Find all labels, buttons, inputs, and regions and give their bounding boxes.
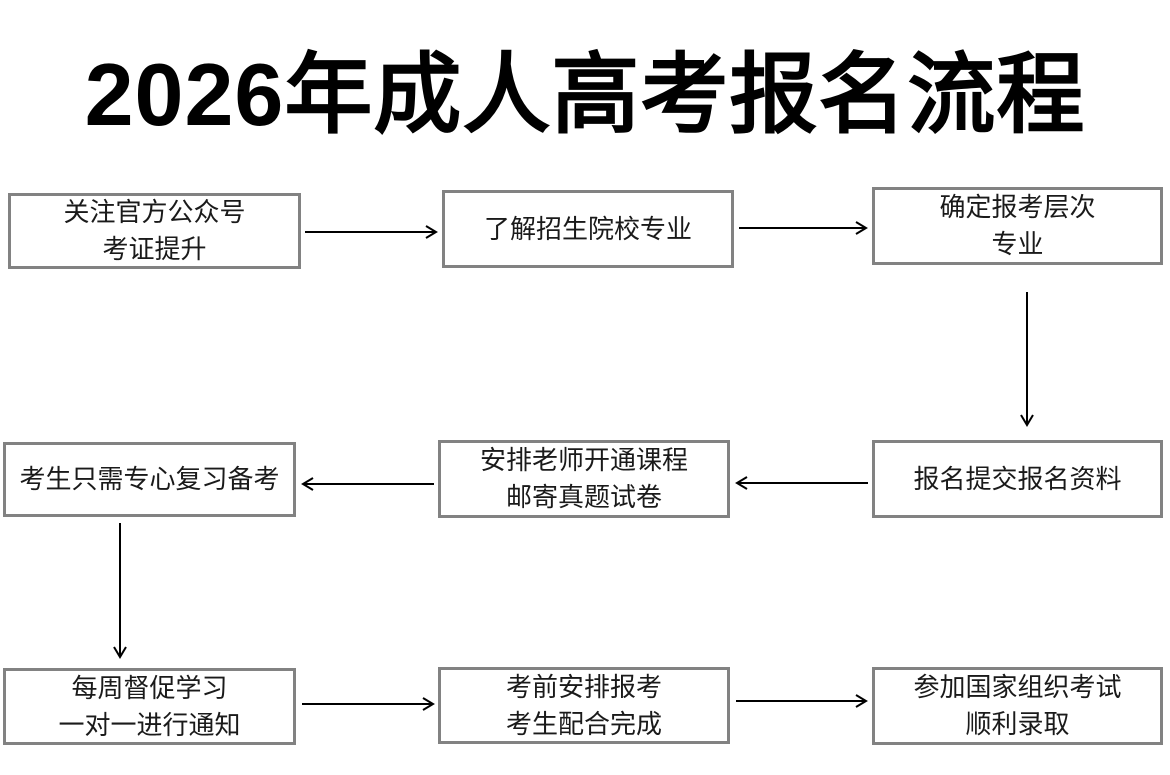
flow-step-label: 安排老师开通课程 bbox=[479, 445, 688, 475]
flow-step-label: 专业 bbox=[991, 229, 1044, 259]
flow-step-label: 报名提交报名资料 bbox=[913, 463, 1122, 494]
flow-step-label: 考前安排报考 bbox=[505, 671, 662, 702]
flow-step-label: 考证提升 bbox=[102, 234, 207, 264]
flow-step-4: 报名提交报名资料 bbox=[872, 440, 1163, 518]
flow-step-label: 考生配合完成 bbox=[505, 708, 662, 739]
flow-step-6: 考生只需专心复习备考 bbox=[3, 442, 296, 517]
flow-step-label: 确定报考层次 bbox=[939, 192, 1096, 222]
flow-step-label: 每周督促学习 bbox=[71, 672, 228, 703]
flow-step-label: 顺利录取 bbox=[965, 709, 1070, 739]
flow-step-label: 了解招生院校专业 bbox=[483, 213, 692, 244]
flow-step-5: 安排老师开通课程 邮寄真题试卷 bbox=[438, 440, 730, 518]
flow-step-2: 了解招生院校专业 bbox=[442, 190, 734, 268]
flow-step-8: 考前安排报考 考生配合完成 bbox=[438, 667, 730, 744]
page-title: 2026年成人高考报名流程 bbox=[84, 45, 1086, 144]
flow-step-label: 邮寄真题试卷 bbox=[505, 482, 662, 512]
flow-step-1: 关注官方公众号 考证提升 bbox=[8, 193, 301, 269]
flow-step-3: 确定报考层次 专业 bbox=[872, 187, 1163, 265]
flow-step-label: 关注官方公众号 bbox=[63, 197, 246, 227]
flow-step-label: 一对一进行通知 bbox=[58, 709, 241, 740]
flow-step-label: 参加国家组织考试 bbox=[913, 672, 1122, 702]
flow-step-7: 每周督促学习 一对一进行通知 bbox=[3, 668, 296, 745]
flow-step-label: 考生只需专心复习备考 bbox=[19, 464, 280, 494]
flow-step-9: 参加国家组织考试 顺利录取 bbox=[872, 667, 1163, 745]
